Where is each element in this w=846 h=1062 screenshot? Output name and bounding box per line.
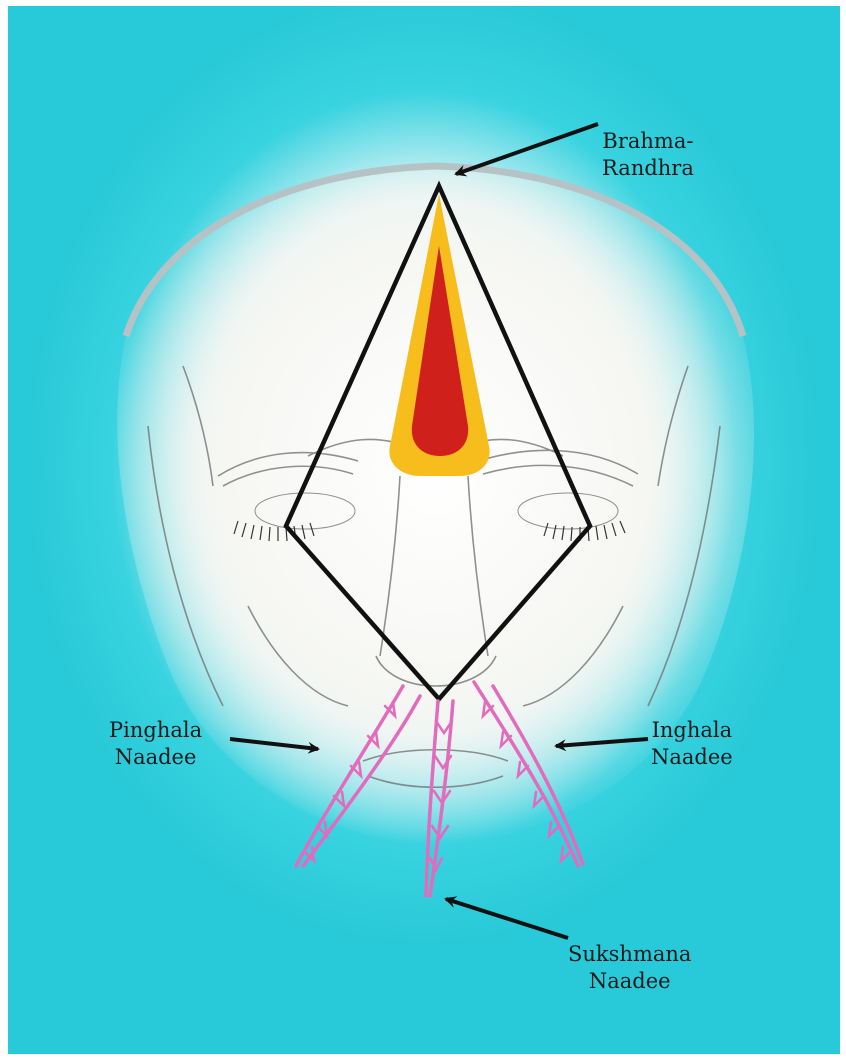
diagram-canvas: Brahma- Randhra Pinghala Naadee Inghala … <box>8 6 840 1054</box>
label-brahma-line1: Brahma- <box>602 128 694 155</box>
label-sukshmana-line1: Sukshmana <box>568 941 691 968</box>
label-pinghala-naadee: Pinghala Naadee <box>109 717 202 771</box>
brahma-arrow <box>456 124 598 174</box>
label-inghala-line2: Naadee <box>651 744 733 771</box>
face-diagram <box>8 6 840 1054</box>
label-sukshmana-naadee: Sukshmana Naadee <box>568 941 691 995</box>
label-brahma-randhra: Brahma- Randhra <box>602 128 694 182</box>
label-pinghala-line1: Pinghala <box>109 717 202 744</box>
label-sukshmana-line2: Naadee <box>568 968 691 995</box>
sukshmana-arrow <box>446 899 568 938</box>
label-inghala-naadee: Inghala Naadee <box>651 717 733 771</box>
label-pinghala-line2: Naadee <box>109 744 202 771</box>
label-brahma-line2: Randhra <box>602 155 694 182</box>
label-inghala-line1: Inghala <box>651 717 733 744</box>
